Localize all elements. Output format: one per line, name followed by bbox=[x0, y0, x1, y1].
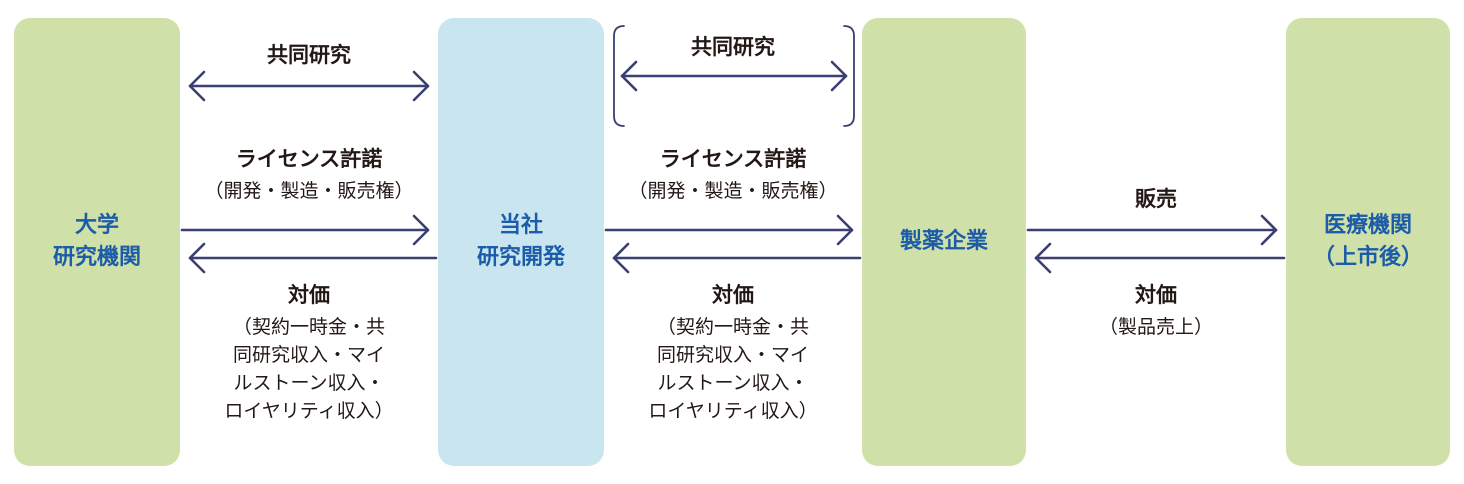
mid-consideration-sub-4: ロイヤリティ収入） bbox=[648, 400, 818, 422]
left-license-arrow bbox=[180, 214, 430, 246]
company-node: 当社 研究開発 bbox=[438, 18, 604, 466]
left-consideration-sub-2: 同研究収入・マイ bbox=[232, 344, 385, 366]
mid-joint-research-label: 共同研究 bbox=[691, 35, 775, 59]
left-joint-research-label: 共同研究 bbox=[267, 43, 351, 67]
left-consideration-label: 対価 bbox=[288, 283, 330, 307]
mid-license-label: ライセンス許諾 bbox=[659, 147, 807, 171]
mid-joint-research-bracket bbox=[613, 25, 855, 127]
left-consideration-sub-1: （契約一時金・共 bbox=[232, 316, 385, 338]
right-sales-label: 販売 bbox=[1135, 187, 1177, 211]
university-label-1: 大学 bbox=[74, 213, 119, 238]
right-consideration-label: 対価 bbox=[1135, 283, 1177, 307]
university-node: 大学 研究機関 bbox=[14, 18, 180, 466]
medical-node: 医療機関 （上市後） bbox=[1286, 18, 1450, 466]
medical-label-1: 医療機関 bbox=[1323, 213, 1412, 238]
mid-license-arrow bbox=[604, 214, 854, 246]
left-license-label: ライセンス許諾 bbox=[235, 147, 383, 171]
university-label-2: 研究機関 bbox=[52, 245, 141, 270]
right-sales-arrow bbox=[1026, 214, 1278, 246]
right-consideration-sub-label: （製品売上） bbox=[1098, 316, 1213, 338]
mid-consideration-label: 対価 bbox=[712, 283, 754, 307]
left-joint-research-arrow bbox=[188, 70, 430, 102]
left-consideration-arrow bbox=[188, 242, 438, 274]
company-label-1: 当社 bbox=[498, 213, 543, 238]
mid-joint-research-arrow bbox=[620, 60, 848, 92]
mid-consideration-sub-3: ルストーン収入・ bbox=[657, 372, 809, 394]
company-label-2: 研究開発 bbox=[476, 245, 565, 270]
left-consideration-sub-4: ロイヤリティ収入） bbox=[224, 400, 394, 422]
mid-license-sub-label: （開発・製造・販売権） bbox=[628, 180, 838, 202]
pharma-node: 製薬企業 bbox=[862, 18, 1026, 466]
left-consideration-sub-3: ルストーン収入・ bbox=[233, 372, 385, 394]
mid-consideration-arrow bbox=[612, 242, 862, 274]
left-license-sub-label: （開発・製造・販売権） bbox=[204, 180, 414, 202]
mid-consideration-sub-2: 同研究収入・マイ bbox=[656, 344, 809, 366]
mid-consideration-sub-1: （契約一時金・共 bbox=[656, 316, 809, 338]
medical-label-2: （上市後） bbox=[1312, 245, 1423, 270]
right-consideration-arrow bbox=[1034, 242, 1286, 274]
pharma-label-1: 製薬企業 bbox=[899, 229, 988, 254]
